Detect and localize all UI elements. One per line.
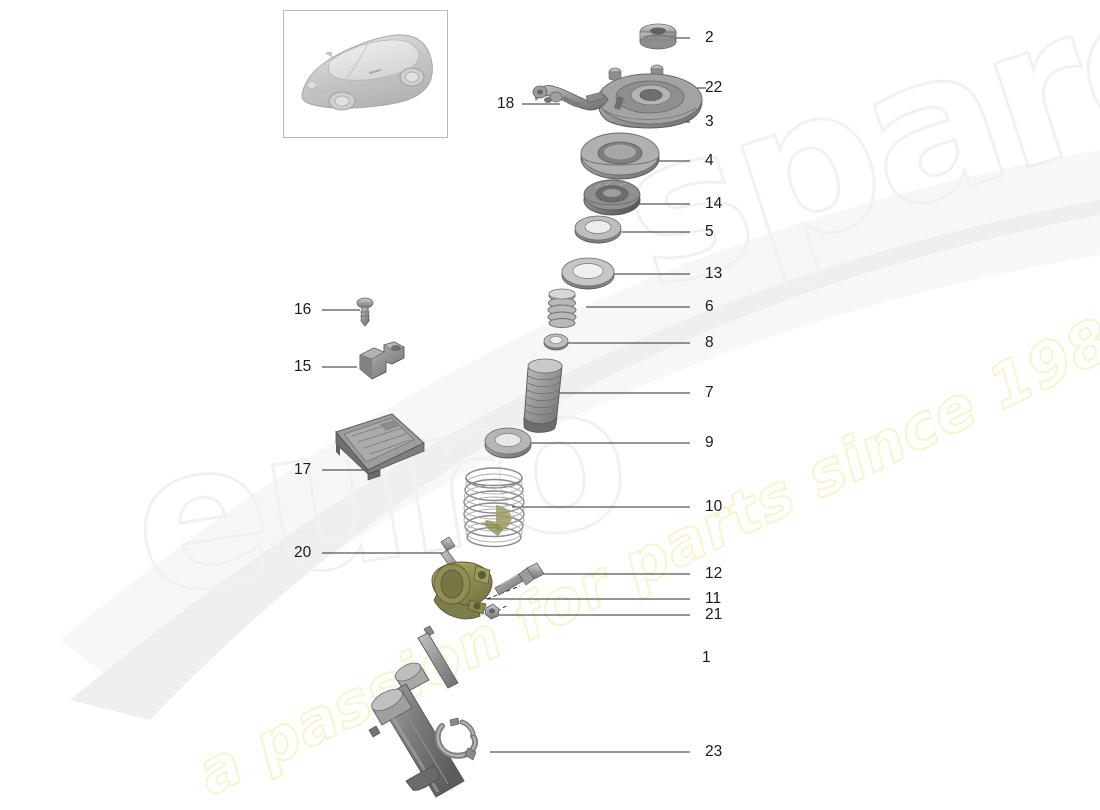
- callout-13[interactable]: 13: [705, 265, 723, 282]
- callout-1[interactable]: 1: [702, 649, 711, 666]
- part-spring-pad-lower: [484, 427, 532, 459]
- part-bearing-washer: [574, 215, 622, 244]
- callout-16[interactable]: 16: [294, 301, 312, 318]
- part-expanding-rivet: [356, 297, 374, 327]
- callout-17[interactable]: 17: [294, 461, 312, 478]
- callout-12[interactable]: 12: [705, 565, 723, 582]
- callout-11[interactable]: 11: [705, 590, 722, 607]
- part-clamp-bracket: [431, 561, 493, 620]
- part-sensor-bracket: [359, 341, 405, 380]
- part-control-unit-plate: [335, 413, 425, 481]
- callout-14[interactable]: 14: [705, 195, 723, 212]
- part-bump-stop-bellows: [523, 358, 563, 433]
- part-retaining-clip: [434, 717, 479, 761]
- part-upper-spring-seat: [580, 132, 660, 180]
- part-coil-spring: [463, 467, 525, 548]
- callout-2[interactable]: 2: [705, 29, 714, 46]
- part-strut-mount-nut: [639, 23, 677, 50]
- callout-6[interactable]: 6: [705, 298, 714, 315]
- part-level-sensor-link: [532, 85, 609, 111]
- callout-5[interactable]: 5: [705, 223, 714, 240]
- callout-18[interactable]: 18: [497, 95, 515, 112]
- callout-10[interactable]: 10: [705, 498, 723, 515]
- callout-15[interactable]: 15: [294, 358, 312, 375]
- callout-7[interactable]: 7: [705, 384, 714, 401]
- part-spring-pad-upper: [561, 257, 615, 290]
- part-shock-absorber-strut: [368, 625, 465, 798]
- part-clamp-bolt: [494, 562, 545, 596]
- part-clamp-nut: [484, 603, 500, 620]
- callout-8[interactable]: 8: [705, 334, 714, 351]
- callout-9[interactable]: 9: [705, 434, 714, 451]
- porsche-911-icon: [301, 34, 433, 111]
- vehicle-thumbnail-box: [283, 10, 448, 138]
- callout-22[interactable]: 22: [705, 79, 723, 96]
- callout-21[interactable]: 21: [705, 606, 723, 623]
- callout-20[interactable]: 20: [294, 544, 312, 561]
- part-suspension-strut-mount: [597, 73, 703, 129]
- callout-4[interactable]: 4: [705, 152, 714, 169]
- part-washer-small: [543, 333, 569, 351]
- callout-3[interactable]: 3: [705, 113, 714, 130]
- part-helper-spring: [547, 288, 577, 328]
- callout-23[interactable]: 23: [705, 743, 723, 760]
- part-thrust-bearing: [583, 179, 641, 216]
